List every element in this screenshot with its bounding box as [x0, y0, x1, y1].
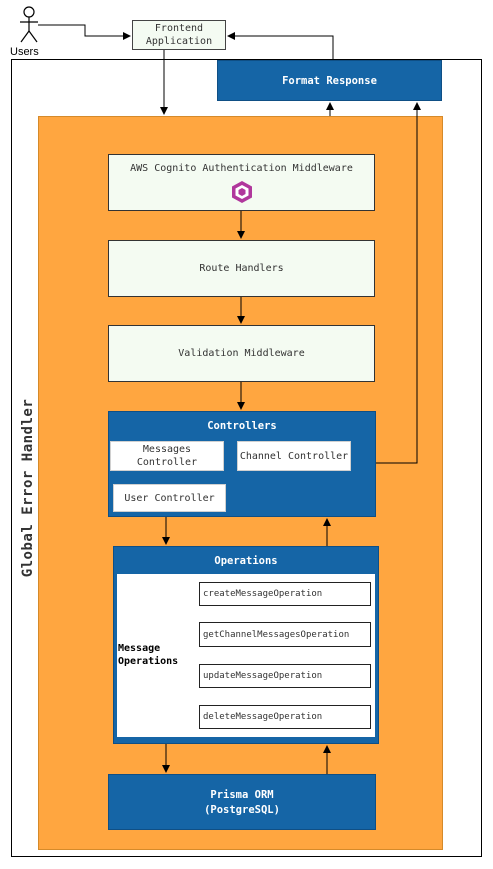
channel-controller-label: Channel Controller: [239, 450, 349, 462]
operations-title: Operations: [214, 555, 278, 567]
operation-item: updateMessageOperation: [199, 664, 371, 688]
message-operations-label: Message Operations: [118, 643, 179, 667]
user-controller-box: User Controller: [113, 484, 226, 512]
messages-controller-box: Messages Controller: [110, 441, 224, 471]
validation-middleware-box: Validation Middleware: [108, 325, 375, 382]
frontend-label: Frontend Application: [145, 23, 213, 47]
controllers-title: Controllers: [207, 420, 277, 432]
messages-controller-label: Messages Controller: [136, 444, 198, 468]
frontend-application-box: Frontend Application: [132, 20, 226, 50]
validation-label: Validation Middleware: [178, 348, 305, 359]
stick-figure-icon: [20, 6, 38, 43]
channel-controller-box: Channel Controller: [237, 441, 351, 471]
prisma-sublabel: (PostgreSQL): [204, 803, 280, 816]
format-response-box: Format Response: [217, 60, 442, 101]
prisma-orm-box: Prisma ORM (PostgreSQL): [108, 774, 376, 830]
user-controller-label: User Controller: [124, 492, 215, 504]
aws-cognito-icon: [231, 181, 252, 203]
cognito-label: AWS Cognito Authentication Middleware: [130, 163, 353, 174]
operation-item: getChannelMessagesOperation: [199, 622, 371, 647]
prisma-label: Prisma ORM: [210, 788, 274, 801]
users-label: Users: [10, 46, 39, 58]
format-response-label: Format Response: [282, 74, 377, 87]
route-handlers-label: Route Handlers: [199, 263, 284, 274]
operation-item: createMessageOperation: [199, 582, 371, 606]
operation-item: deleteMessageOperation: [199, 705, 371, 729]
cognito-middleware-box: AWS Cognito Authentication Middleware: [108, 154, 375, 211]
users-actor: [14, 5, 44, 57]
route-handlers-box: Route Handlers: [108, 240, 375, 297]
